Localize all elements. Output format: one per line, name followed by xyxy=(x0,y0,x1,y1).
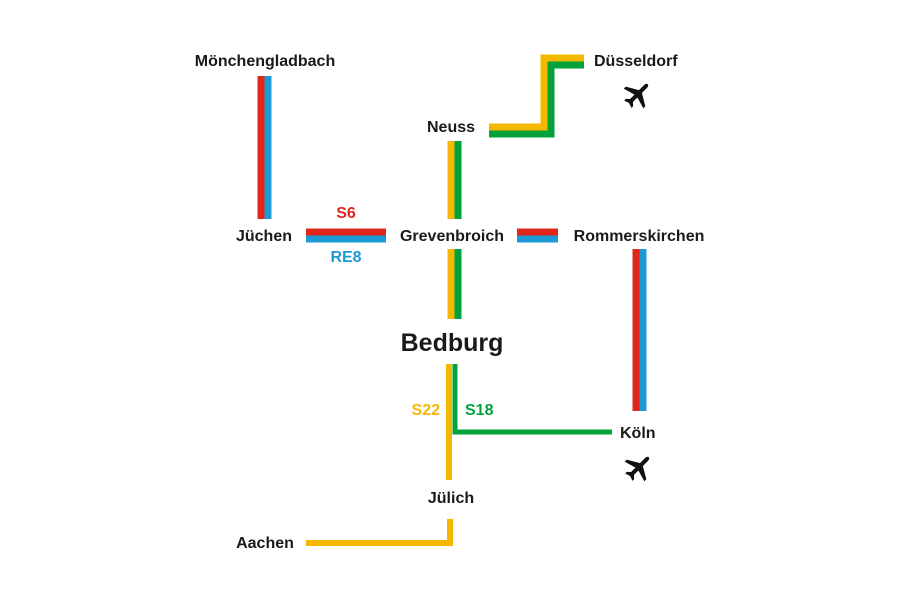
station-moenchengladbach: Mönchengladbach xyxy=(195,53,335,70)
station-rommerskirchen: Rommerskirchen xyxy=(574,228,705,245)
segment-neuss-duesseldorf xyxy=(489,54,584,138)
line-label-s6: S6 xyxy=(336,205,356,222)
airplane-icon xyxy=(623,83,649,109)
line-label-s22: S22 xyxy=(412,402,441,419)
station-duesseldorf: Düsseldorf xyxy=(594,53,678,70)
line-label-re8: RE8 xyxy=(330,249,361,266)
station-neuss: Neuss xyxy=(427,119,475,136)
segment-juechen-grevenbroich xyxy=(306,228,386,243)
station-koeln: Köln xyxy=(620,425,656,442)
station-aachen: Aachen xyxy=(236,535,294,552)
segment-bedburg-aachen xyxy=(306,364,453,546)
line-s18-path xyxy=(452,364,612,435)
segment-grevenbroich-bedburg xyxy=(447,249,462,319)
line-s22-path xyxy=(489,54,584,131)
station-bedburg: Bedburg xyxy=(401,329,504,357)
station-juelich: Jülich xyxy=(428,490,474,507)
station-grevenbroich: Grevenbroich xyxy=(400,228,504,245)
segment-grevenbroich-rommerskirchen xyxy=(517,228,558,243)
line-s22-path xyxy=(306,519,453,546)
station-juechen: Jüchen xyxy=(236,228,292,245)
airplane-icon xyxy=(624,456,650,482)
segment-rommerskirchen-koeln xyxy=(632,249,647,411)
segment-moenchengladbach-juechen xyxy=(257,76,272,219)
line-s18-path xyxy=(489,61,584,138)
line-label-s18: S18 xyxy=(465,402,494,419)
segment-bedburg-koeln xyxy=(452,364,612,435)
segment-neuss-grevenbroich xyxy=(447,141,462,219)
